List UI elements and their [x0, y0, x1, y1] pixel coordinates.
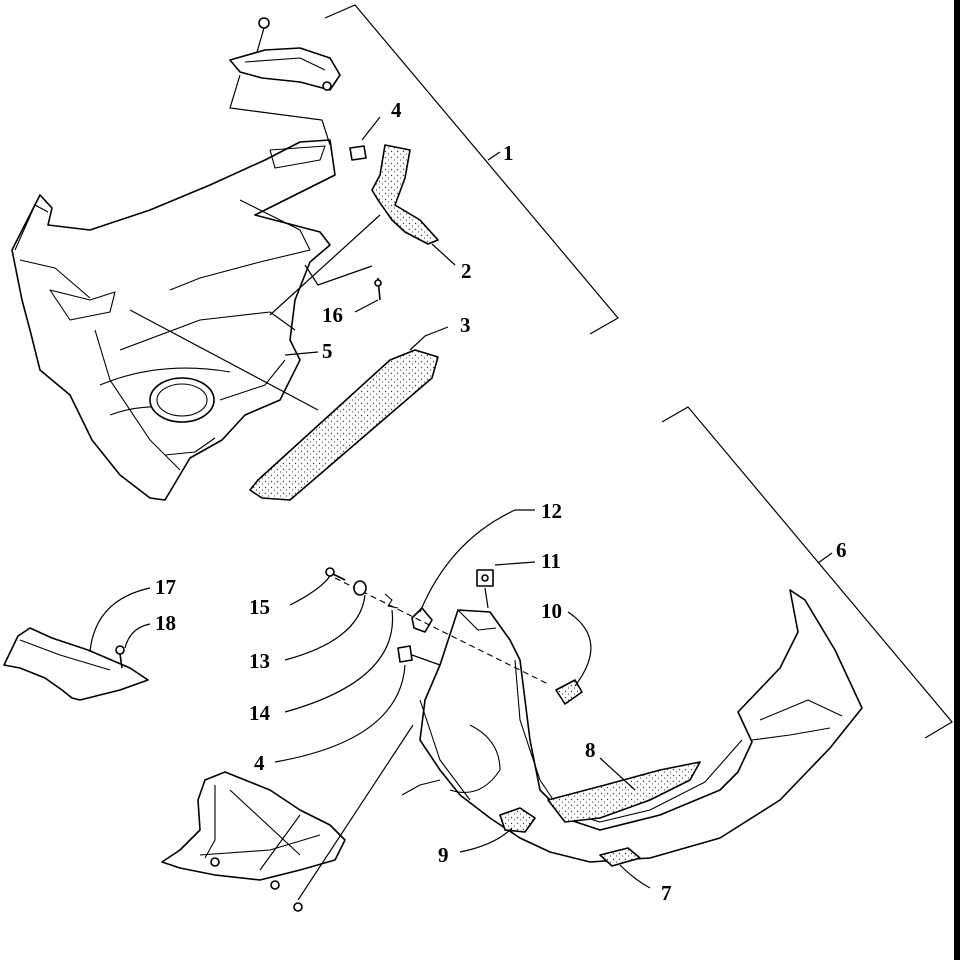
callout-18: 18: [155, 611, 176, 635]
hood-to-foam-leader: [129, 309, 319, 411]
callout-4-upper: 4: [391, 98, 402, 122]
washer-13: [284, 580, 367, 661]
callout-1: 1: [503, 141, 514, 165]
clip-nut-11: [476, 561, 536, 609]
callout-7: 7: [661, 881, 672, 905]
callout-8: 8: [585, 738, 596, 762]
assembly-1-bracket: [324, 4, 619, 335]
rivet-16: [304, 264, 382, 313]
foam-strip-8: [547, 757, 701, 823]
fastener-axis: [334, 577, 551, 686]
callout-6: 6: [836, 538, 847, 562]
callout-14: 14: [249, 701, 271, 725]
lower-side-bracket: [161, 724, 414, 912]
callout-16: 16: [322, 303, 343, 327]
foam-pad-9: [459, 807, 536, 853]
small-shield-17: [3, 587, 151, 701]
foam-pad-7: [599, 847, 651, 889]
right-edge-bar: [954, 0, 960, 960]
upper-mount-bracket: [229, 17, 341, 146]
callout-5-leader: [284, 351, 319, 356]
callout-11: 11: [541, 549, 561, 573]
callout-2: 2: [461, 259, 472, 283]
foam-strip-3: [249, 326, 449, 501]
callout-9: 9: [438, 843, 449, 867]
callout-3: 3: [460, 313, 471, 337]
callout-labels: 1 2 3 4 5 16 6 12 11 10 8 9 7 15 13 14 4…: [155, 98, 847, 905]
screw-18: [115, 623, 151, 669]
callout-4-lower: 4: [254, 751, 265, 775]
clip-nut-upper: [349, 116, 381, 161]
callout-5: 5: [322, 339, 333, 363]
assembly-6-bracket: [661, 406, 953, 739]
callout-10: 10: [541, 599, 562, 623]
callout-13: 13: [249, 649, 270, 673]
clip-14: [284, 593, 399, 713]
foam-pad-10: [555, 611, 592, 705]
grommet-12: [411, 509, 535, 633]
callout-15: 15: [249, 595, 270, 619]
upper-shroud: [11, 139, 336, 501]
clip-nut-lower: [274, 645, 441, 763]
shroud-to-foam2-leader: [269, 214, 381, 316]
bellypan: [401, 589, 863, 863]
callout-12: 12: [541, 499, 562, 523]
screw-15: [289, 567, 346, 606]
callout-17: 17: [155, 575, 176, 599]
foam-pad-2: [371, 144, 456, 266]
